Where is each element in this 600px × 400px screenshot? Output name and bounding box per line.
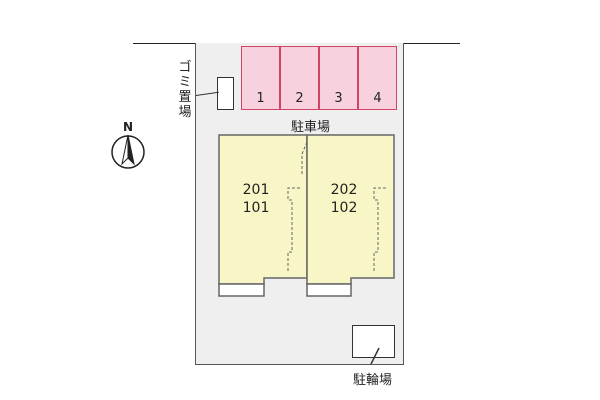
unit-102-porch <box>306 283 352 297</box>
garbage-label-char: ゴ <box>178 60 192 75</box>
parking-space-number: 2 <box>295 91 304 106</box>
bicycle-leader-line <box>366 346 386 366</box>
unit-label-left: 201 101 <box>236 181 276 217</box>
garbage-label-char: 場 <box>178 105 192 120</box>
unit-number-upper: 202 <box>330 182 358 198</box>
parking-space-number: 1 <box>256 91 265 106</box>
parking-label: 駐車場 <box>291 120 331 135</box>
unit-number-lower: 101 <box>242 200 270 216</box>
parking-space-number: 3 <box>334 91 343 106</box>
unit-label-right: 202 102 <box>324 181 364 217</box>
parking-space-1: 1 <box>241 46 280 110</box>
parking-space-3: 3 <box>319 46 358 110</box>
unit-number-upper: 201 <box>242 182 270 198</box>
garbage-area-label: ゴ ミ 置 場 <box>177 60 193 120</box>
garbage-label-char: 置 <box>178 90 192 105</box>
building: 201 101 202 102 <box>218 134 396 304</box>
compass-north-label: N <box>123 120 133 134</box>
compass-icon: N <box>108 120 148 170</box>
parking-space-2: 2 <box>280 46 319 110</box>
garbage-label-char: ミ <box>178 75 192 90</box>
parking-space-4: 4 <box>358 46 397 110</box>
unit-number-lower: 102 <box>330 200 358 216</box>
parking-space-number: 4 <box>373 91 382 106</box>
unit-101-porch <box>218 283 265 297</box>
garbage-area-box <box>217 77 234 110</box>
bicycle-parking-label: 駐輪場 <box>353 373 393 388</box>
